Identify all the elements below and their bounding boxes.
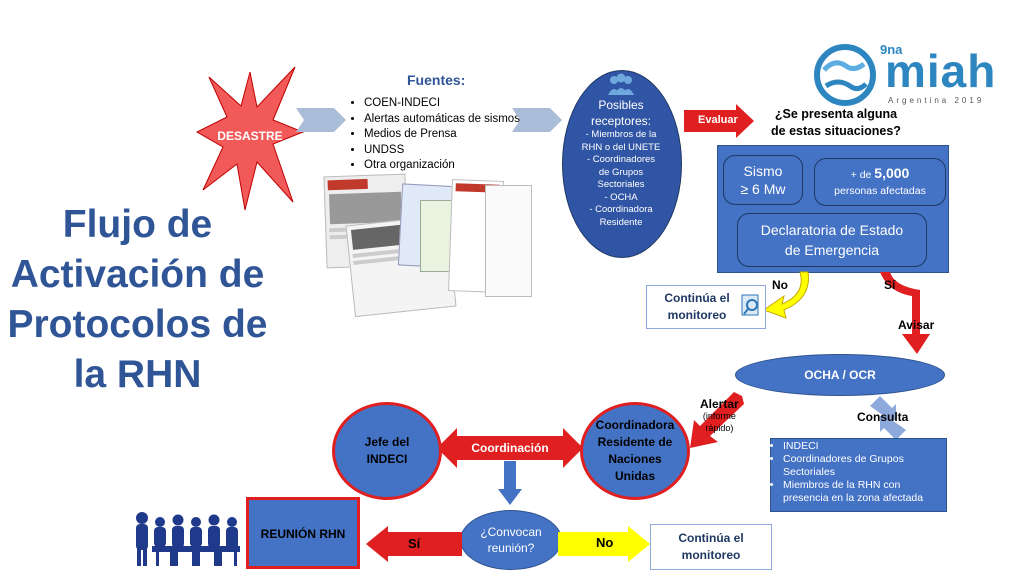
list-item: Medios de Prensa (364, 127, 520, 143)
reunion-label: REUNIÓN RHN (260, 527, 346, 541)
si-label-top: Sí (884, 278, 896, 292)
consulta-label: Consulta (857, 410, 909, 424)
logo-name: miah (885, 45, 997, 97)
coordinadora-circle: Coordinadora Residente de Naciones Unida… (580, 402, 690, 500)
arrow-si-bottom (366, 526, 462, 562)
people-icon (608, 73, 634, 95)
title-line-2: Activación de (10, 253, 265, 296)
list-item: Otra organización (364, 158, 520, 174)
si-label-bottom: Sí (408, 536, 421, 551)
arrow-consulta (870, 396, 906, 440)
jefe-indeci-circle: Jefe del INDECI (332, 402, 442, 500)
list-item: Coordinadores de Grupos Sectoriales (783, 453, 944, 479)
arrow-down-convocan (498, 461, 522, 505)
list-item: Miembros de la RHN con presencia en la z… (783, 479, 944, 505)
meeting-people-icon (136, 512, 240, 566)
personas-box: + de 5,000 personas afectadas (814, 158, 946, 206)
sismo-box: Sismo ≥ 6 Mw (723, 155, 803, 205)
avisar-label: Avisar (898, 318, 935, 332)
receptores-ellipse (562, 70, 682, 258)
logo-subtitle: Argentina 2019 (888, 96, 985, 105)
consulta-list: INDECI Coordinadores de Grupos Sectorial… (773, 440, 944, 505)
continua-monitoreo-box-2: Continúa el monitoreo (650, 524, 772, 570)
miah-logo: 9na miah Argentina 2019 (810, 40, 1000, 110)
fuentes-list: COEN-INDECI Alertas automáticas de sismo… (350, 96, 520, 174)
receptores-text: Posibles receptores: - Miembros de la RH… (565, 97, 677, 229)
globe-icon (814, 44, 876, 106)
news-collage (323, 170, 535, 318)
title-line-3: Protocolos de (7, 303, 268, 346)
question-text: ¿Se presenta alguna de estas situaciones… (771, 107, 901, 138)
desastre-starburst (195, 66, 305, 211)
list-item: Alertas automáticas de sismos (364, 112, 520, 128)
arrow-desastre-fuentes (296, 108, 346, 132)
arrow-fuentes-receptores (512, 108, 562, 132)
receptores-list: - Miembros de la RHN o del UNETE - Coord… (581, 129, 661, 228)
arrow-evaluar (684, 104, 754, 138)
arrow-si-red (880, 272, 930, 354)
ocha-ellipse: OCHA / OCR (735, 354, 945, 396)
alertar-label: Alertar (informe rápido) (700, 397, 739, 433)
table-image (485, 185, 532, 297)
title-line-4: la RHN (73, 353, 202, 396)
list-item: COEN-INDECI (364, 96, 520, 112)
arrow-no-bottom (558, 526, 650, 562)
fuentes-heading: Fuentes: (407, 72, 466, 88)
title-line-1: Flujo de (62, 203, 213, 246)
no-label-top: No (772, 278, 788, 292)
page-title: Flujo de Activación de Protocolos de la … (0, 200, 275, 400)
arrow-alertar (690, 392, 744, 448)
reunion-box: REUNIÓN RHN (246, 497, 360, 569)
list-item: UNDSS (364, 143, 520, 159)
list-item: INDECI (783, 440, 944, 453)
evaluar-label: Evaluar (698, 114, 738, 126)
coordinacion-label: Coordinación (471, 441, 549, 455)
magnifier-icon (741, 294, 759, 316)
receptores-heading: Posibles receptores: (590, 98, 652, 128)
arrow-coordinacion (437, 428, 583, 468)
situations-box (717, 145, 949, 273)
consulta-box: INDECI Coordinadores de Grupos Sectorial… (770, 438, 947, 512)
no-label-bottom: No (596, 535, 614, 550)
desastre-label: DESASTRE (217, 129, 283, 143)
declaratoria-box: Declaratoria de Estado de Emergencia (737, 213, 927, 267)
convocan-ellipse: ¿Convocan reunión? (460, 510, 562, 570)
continua-monitoreo-box-1: Continúa el monitoreo (646, 285, 766, 329)
arrow-no-yellow (762, 271, 809, 319)
logo-superscript: 9na (880, 42, 903, 57)
